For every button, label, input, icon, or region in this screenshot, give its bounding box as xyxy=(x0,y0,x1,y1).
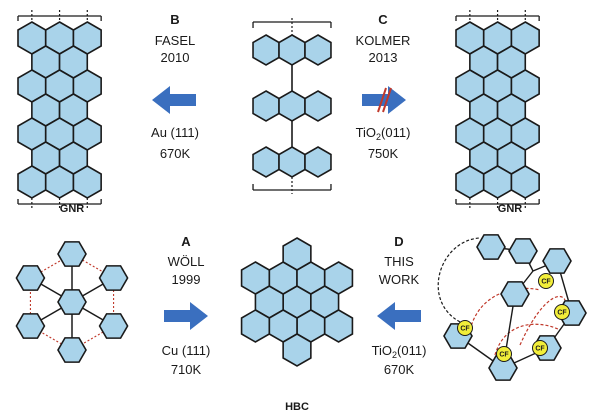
benzene-ring xyxy=(15,313,46,339)
blocked-arrow-icon xyxy=(362,86,406,114)
reaction-b-letter: B xyxy=(170,12,179,27)
benzene-ring xyxy=(510,165,540,199)
reaction-a-year: 1999 xyxy=(172,272,201,287)
reaction-b-temperature: 670K xyxy=(160,146,191,161)
benzene-ring xyxy=(304,146,332,178)
reaction-a-temperature: 710K xyxy=(171,362,202,377)
cf-badge-label: CF xyxy=(557,310,567,317)
hexaphenylbenzene-molecule xyxy=(15,241,129,363)
gnr-left-label: GNR xyxy=(60,203,85,215)
benzene-ring xyxy=(323,309,354,343)
reaction-b-substrate: Au (111) xyxy=(151,125,199,140)
arrow-left-icon xyxy=(377,302,421,330)
benzene-ring xyxy=(240,309,271,343)
benzene-ring xyxy=(476,234,506,260)
benzene-ring xyxy=(542,248,572,274)
arrow-left-icon xyxy=(152,86,196,114)
cf-badge xyxy=(496,346,512,362)
benzene-ring xyxy=(57,289,87,315)
reaction-a-letter: A xyxy=(181,234,191,249)
benzene-ring xyxy=(278,146,306,178)
benzene-ring xyxy=(304,90,332,122)
cf-badge-label: CF xyxy=(460,326,470,333)
benzene-ring xyxy=(278,34,306,66)
arrow-right-icon xyxy=(164,302,208,330)
benzene-ring xyxy=(455,165,485,199)
benzene-ring xyxy=(500,281,530,307)
benzene-ring xyxy=(323,261,354,295)
reaction-d-author-line1: THIS xyxy=(384,254,414,269)
benzene-ring xyxy=(282,237,312,271)
reaction-d-letter: D xyxy=(394,234,403,249)
reaction-c-substrate: TiO2(011) xyxy=(356,125,411,142)
reaction-d-author-line2: WORK xyxy=(379,272,420,287)
cf-badge xyxy=(457,320,473,336)
benzene-ring xyxy=(240,261,271,295)
cf-badge xyxy=(538,273,554,289)
reaction-d-temperature: 670K xyxy=(384,362,415,377)
gnr-right-label: GNR xyxy=(498,203,523,215)
benzene-ring xyxy=(15,265,46,291)
gnr-right-molecule xyxy=(455,10,540,210)
cf-badge-label: CF xyxy=(499,352,509,359)
benzene-ring xyxy=(98,265,129,291)
benzene-ring xyxy=(44,165,75,199)
hbc-label: HBC xyxy=(285,401,309,413)
reaction-a-author: WÖLL xyxy=(168,254,205,269)
benzene-ring xyxy=(482,165,513,199)
reaction-a-substrate: Cu (111) xyxy=(162,343,211,358)
benzene-ring xyxy=(252,146,280,178)
reaction-c-year: 2013 xyxy=(369,50,398,65)
benzene-ring xyxy=(278,90,306,122)
benzene-ring xyxy=(252,90,280,122)
reaction-b-year: 2010 xyxy=(161,50,190,65)
benzene-ring xyxy=(57,337,87,363)
cf-badge-label: CF xyxy=(535,346,545,353)
reaction-d-substrate: TiO2(011) xyxy=(372,343,427,360)
hbc-molecule xyxy=(240,237,354,367)
cf-badge xyxy=(532,340,548,356)
benzene-ring xyxy=(98,313,129,339)
reaction-b-author: FASEL xyxy=(155,33,195,48)
reaction-c-temperature: 750K xyxy=(368,146,399,161)
cf-badges: CF CF CF CF CF xyxy=(457,273,570,362)
benzene-ring xyxy=(72,165,102,199)
benzene-ring xyxy=(17,165,47,199)
gnr-left-molecule xyxy=(17,10,102,210)
benzene-ring xyxy=(252,34,280,66)
benzene-ring xyxy=(508,238,538,264)
reaction-c-author: KOLMER xyxy=(356,33,411,48)
precursor-molecule xyxy=(252,18,332,194)
benzene-ring xyxy=(304,34,332,66)
benzene-ring xyxy=(282,333,312,367)
benzene-ring xyxy=(57,241,87,267)
reaction-c-letter: C xyxy=(378,12,388,27)
cf-badge-label: CF xyxy=(541,279,551,286)
cf-badge xyxy=(554,304,570,320)
